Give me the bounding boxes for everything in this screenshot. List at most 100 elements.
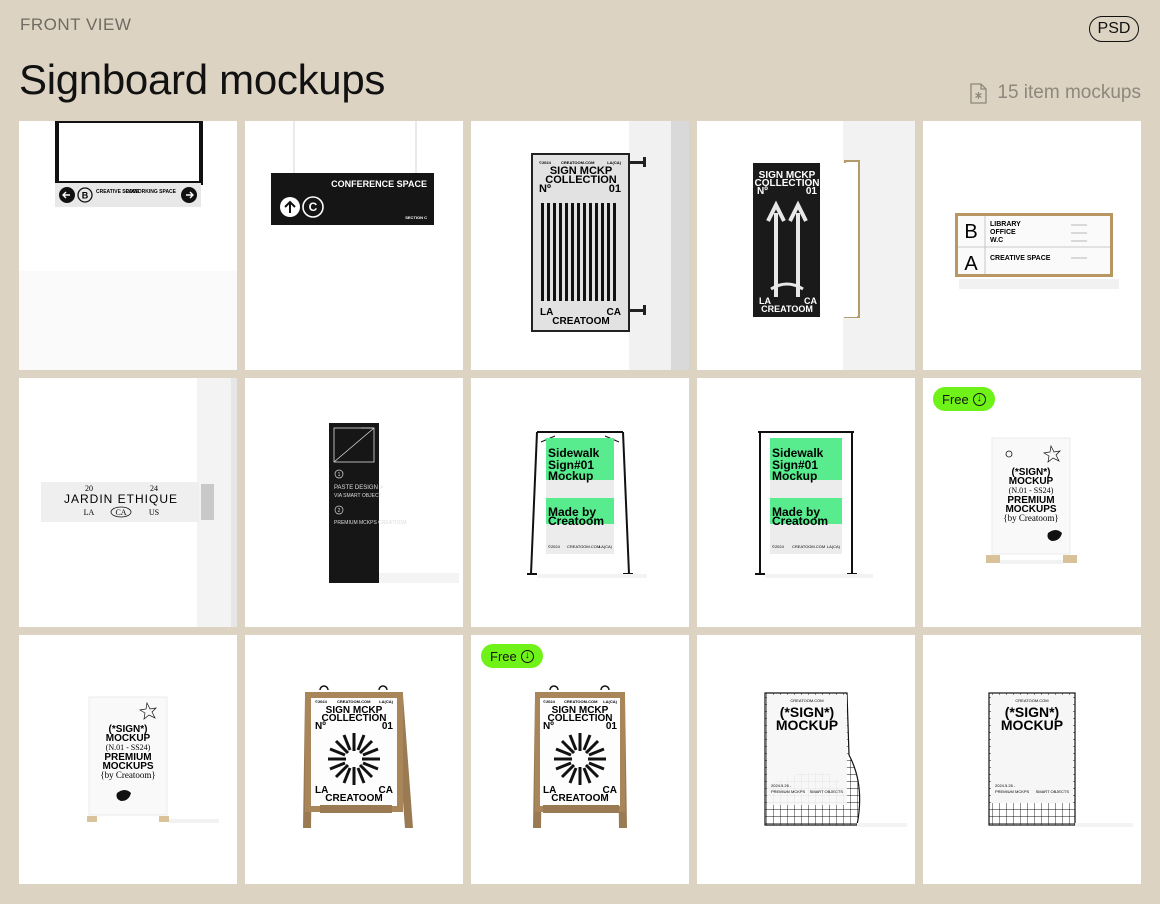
sign-text: ©2024 — [315, 699, 328, 704]
projecting-sign-arrows-preview: SIGN MCKP COLLECTION Nº 01 LA CA CREATOO… — [753, 121, 915, 370]
sign-text: (N.01 - SS24) — [106, 743, 151, 752]
sign-text: SIGN MCKP — [550, 165, 612, 177]
free-badge: Free ↓ — [481, 644, 543, 668]
sign-text: CREATOOM.COM — [561, 160, 595, 165]
sign-text: (*SIGN*) — [780, 704, 834, 720]
mockup-card[interactable]: C CONFERENCE SPACE SECTION C — [245, 121, 463, 370]
sign-text: PREMIUM MCKPS — [771, 789, 806, 794]
sign-text: ©2024 — [548, 544, 561, 549]
conference-space-sign-preview: C CONFERENCE SPACE SECTION C — [271, 121, 434, 225]
eyebrow-label: FRONT VIEW — [20, 15, 132, 34]
sign-text: ©2024 — [543, 699, 556, 704]
sign-text: ©2024 — [539, 160, 552, 165]
mockup-card[interactable]: CREATOOM.COM (*SIGN*) MOCKUP 2024.5.26 -… — [697, 635, 915, 884]
sign-text: (*SIGN*) — [1012, 467, 1051, 478]
sign-text: COLLECTION — [755, 178, 820, 189]
mockup-card[interactable]: 1 PASTE DESIGN > VIA SMART OBJECT 2 PREM… — [245, 378, 463, 627]
sign-text: 2 — [338, 508, 341, 514]
mockup-card[interactable]: CREATOOM.COM (*SIGN*) MOCKUP 2024.5.26 -… — [923, 635, 1141, 884]
sign-text: LA — [84, 508, 95, 517]
projecting-sign-collection-preview: ©2024 CREATOOM.COM LA(CA) SIGN MCKP COLL… — [531, 121, 689, 370]
sign-text: SIGN MCKP — [552, 705, 609, 716]
sign-text: Nº — [543, 721, 554, 732]
sign-text: ©2024 — [772, 544, 785, 549]
sign-text: CA — [804, 296, 817, 306]
sign-text: SECTION C — [405, 215, 427, 220]
wooden-a-frame-sign-preview: ©2024 CREATOOM.COM LA(CA) SIGN MCKP COLL… — [303, 685, 413, 828]
mockup-card[interactable]: ©2024 CREATOOM.COM LA(CA) SIGN MCKP COLL… — [471, 635, 689, 884]
sign-text: 01 — [606, 721, 618, 732]
mockup-card[interactable]: Sidewalk Sign#01 Mockup Made by Creatoom… — [471, 378, 689, 627]
sign-text: JARDIN ETHIQUE — [64, 492, 178, 506]
directory-wall-sign-preview: B LIBRARY OFFICE W.C A CREATIVE SPACE — [955, 213, 1119, 289]
sign-text: SIGN MCKP — [759, 170, 816, 181]
item-count: 15 item mockups — [970, 82, 1141, 104]
item-count-label: 15 item mockups — [997, 82, 1141, 103]
mockup-card[interactable]: 20 24 JARDIN ETHIQUE LA CA US — [19, 378, 237, 627]
sign-text: Mockup — [548, 469, 593, 483]
sign-text: COWORKING SPACE — [126, 189, 177, 195]
sign-text: LA(CA) — [603, 699, 617, 704]
mockup-card[interactable]: B LIBRARY OFFICE W.C A CREATIVE SPACE — [923, 121, 1141, 370]
sign-text: CREATIVE SPACE — [96, 189, 140, 195]
sign-text: MOCKUP — [106, 733, 151, 744]
sign-text: Nº — [757, 186, 768, 197]
mockup-card[interactable]: (*SIGN*) MOCKUP (N.01 - SS24) PREMIUM MO… — [19, 635, 237, 884]
sign-text: CREATOOM.COM — [1015, 698, 1048, 703]
sign-text: CREATIVE SPACE — [990, 255, 1051, 262]
sign-text: CREATOOM.COM — [564, 699, 598, 704]
mockup-card[interactable]: (*SIGN*) MOCKUP (N.01 - SS24) PREMIUM MO… — [923, 378, 1141, 627]
sign-text: COLLECTION — [545, 174, 617, 186]
wire-stand-sign-curved-preview: CREATOOM.COM (*SIGN*) MOCKUP 2024.5.26 -… — [764, 692, 907, 827]
sign-text: CONFERENCE SPACE — [331, 179, 427, 189]
sign-text: LA(CA) — [607, 160, 621, 165]
mockup-card[interactable]: SIGN MCKP COLLECTION Nº 01 LA CA CREATOO… — [697, 121, 915, 370]
sign-text: MOCKUPS — [1005, 504, 1056, 515]
sign-text: Mockup — [772, 469, 817, 483]
sign-text: Sign#01 — [548, 458, 594, 472]
sign-text: CA — [603, 785, 617, 796]
sign-text: CA — [115, 508, 126, 517]
sign-text: 01 — [806, 186, 818, 197]
sign-text: US — [149, 508, 159, 517]
sign-text: MOCKUP — [776, 717, 838, 733]
sign-text: B — [82, 191, 89, 201]
sign-text: 2024.5.26 - — [995, 783, 1016, 788]
sign-text: MOCKUPS — [102, 761, 153, 772]
sign-text: LA(CA) — [379, 699, 393, 704]
sign-text: Sidewalk — [772, 446, 824, 460]
sign-text: COLLECTION — [322, 713, 387, 724]
totem-pylon-sign-preview: 1 PASTE DESIGN > VIA SMART OBJECT 2 PREM… — [329, 423, 459, 583]
mockup-card[interactable]: Sidewalk Sign#01 Mockup Made by Creatoom… — [697, 378, 915, 627]
sign-text: CA — [379, 785, 393, 796]
mockup-card[interactable]: ©2024 CREATOOM.COM LA(CA) SIGN MCKP COLL… — [245, 635, 463, 884]
sign-text: LA(CA) — [599, 544, 613, 549]
file-icon — [970, 82, 988, 104]
sign-text: LA — [540, 307, 553, 318]
sign-text: PASTE DESIGN > — [334, 485, 384, 491]
sign-text: (*SIGN*) — [109, 724, 148, 735]
sign-text: Sign#01 — [772, 458, 818, 472]
sign-text: SMART OBJECTS — [1036, 789, 1070, 794]
sign-text: C — [309, 200, 318, 214]
sign-text: Nº — [539, 183, 551, 195]
sign-text: 01 — [609, 183, 621, 195]
sign-text: SMART OBJECTS — [810, 789, 844, 794]
sign-text: Made by — [772, 505, 820, 519]
mockup-card[interactable]: B CREATIVE SPACE COWORKING SPACE — [19, 121, 237, 370]
sign-text: LA — [543, 785, 556, 796]
tabletop-sign-free-preview: (*SIGN*) MOCKUP (N.01 - SS24) PREMIUM MO… — [986, 437, 1077, 564]
sign-text: CREATOOM.COM — [567, 544, 600, 549]
free-badge: Free ↓ — [933, 387, 995, 411]
sign-text: LA — [315, 785, 328, 796]
mockup-card[interactable]: ©2024 CREATOOM.COM LA(CA) SIGN MCKP COLL… — [471, 121, 689, 370]
sign-text: LA — [759, 296, 771, 306]
sign-text: CREATOOM.COM — [792, 544, 825, 549]
mockup-grid: B CREATIVE SPACE COWORKING SPACE C CONFE… — [19, 121, 1141, 884]
sign-text: LIBRARY — [990, 221, 1021, 228]
sign-text: 1 — [338, 472, 341, 478]
free-label: Free — [942, 391, 969, 407]
sign-text: PREMIUM MCKPS CREATOOM — [334, 520, 407, 526]
download-icon: ↓ — [972, 392, 986, 406]
sign-text: CREATOOM.COM — [790, 698, 823, 703]
